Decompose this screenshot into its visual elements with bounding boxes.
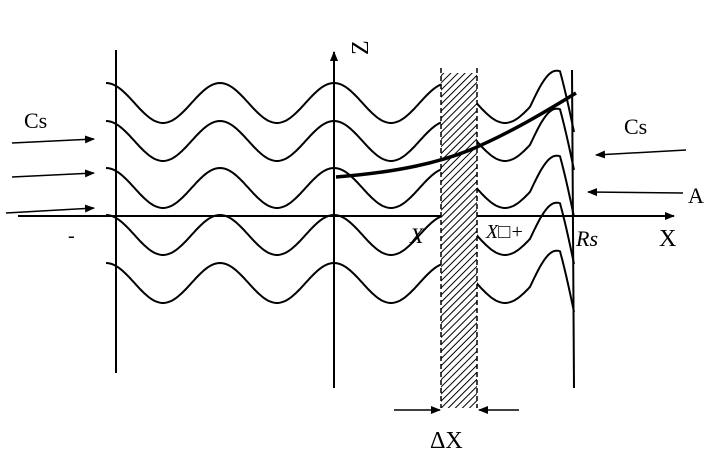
minus-sign: - — [68, 225, 75, 247]
delta-x-slab — [441, 73, 477, 408]
cs-right-label: Cs — [624, 114, 647, 139]
left-arrow-middle — [11, 169, 95, 178]
wave-curve — [105, 154, 575, 218]
left-arrow-bottom — [5, 204, 95, 214]
concentration-profile-curve — [335, 91, 577, 179]
x-axis-label: X — [659, 226, 676, 252]
wave-curve — [105, 69, 575, 133]
wave-curves — [105, 69, 575, 313]
a-label: A — [688, 183, 704, 208]
right-arrow-a — [587, 188, 684, 197]
delta-x-label: ΔX — [430, 428, 463, 454]
z-axis-label: Z — [348, 40, 374, 55]
wave-curve — [105, 107, 575, 171]
x-plus-position-label: X□+ — [485, 221, 524, 243]
wave-curve — [105, 249, 575, 313]
rs-position-label: Rs — [575, 226, 598, 251]
x-position-label: X — [409, 223, 425, 248]
cs-left-label: Cs — [24, 108, 47, 133]
rs-boundary-line — [571, 69, 575, 389]
right-arrow-cs — [595, 149, 687, 159]
left-arrow-top — [11, 135, 95, 144]
